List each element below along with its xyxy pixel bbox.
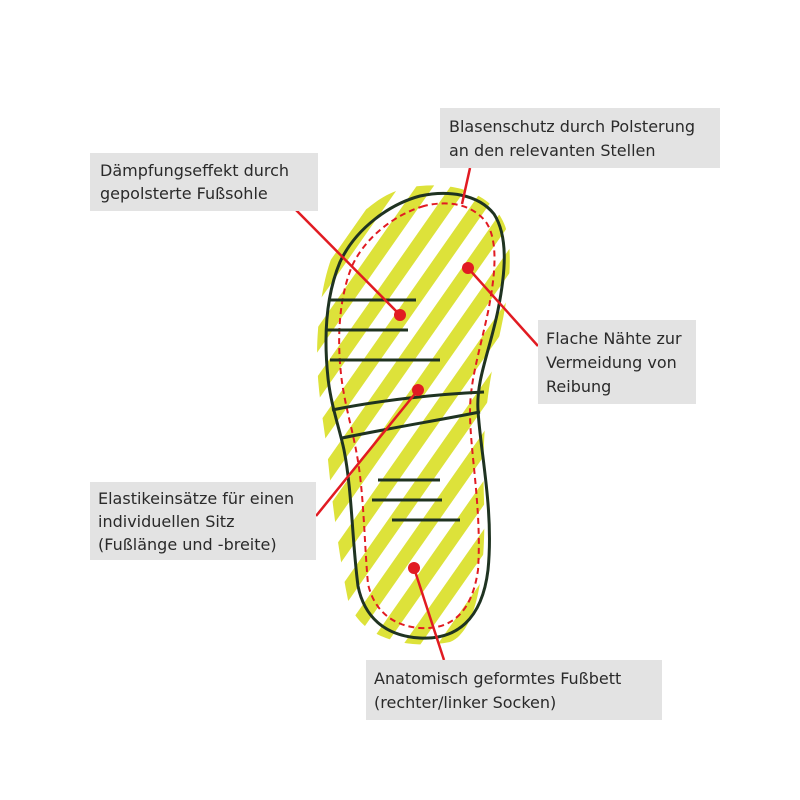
label-footbed-line1: Anatomisch geformtes Fußbett — [374, 669, 621, 688]
label-seams-line1: Flache Nähte zur — [546, 329, 682, 348]
label-seams: Flache Nähte zur Vermeidung von Reibung — [538, 320, 696, 404]
padding-stripes — [317, 185, 510, 645]
label-elastic: Elastikeinsätze für einen individuellen … — [90, 482, 316, 560]
callout-line-blister — [460, 167, 472, 205]
label-footbed: Anatomisch geformtes Fußbett (rechter/li… — [366, 660, 662, 720]
callout-line-cushioning — [295, 209, 401, 316]
label-blister: Blasenschutz durch Polsterung an den rel… — [440, 108, 720, 168]
label-blister-line1: Blasenschutz durch Polsterung — [449, 117, 695, 136]
callout-line-elastic — [315, 389, 419, 517]
elastic-band-lower — [341, 410, 481, 440]
callout-lines — [295, 167, 539, 661]
callout-line-footbed — [412, 567, 446, 661]
label-seams-line2: Vermeidung von — [546, 353, 677, 372]
label-elastic-line1: Elastikeinsätze für einen — [98, 489, 294, 508]
label-cushioning-line1: Dämpfungseffekt durch — [100, 161, 289, 180]
seam-dashed-line — [338, 202, 496, 630]
callout-dot-cushioning — [394, 309, 406, 321]
forefoot-lines — [326, 298, 440, 362]
heel-lines — [372, 478, 460, 522]
label-elastic-line3: (Fußlänge und -breite) — [98, 535, 277, 554]
label-footbed-line2: (rechter/linker Socken) — [374, 693, 556, 712]
callout-dot-seams — [462, 262, 474, 274]
callout-dot-elastic — [412, 384, 424, 396]
label-elastic-line2: individuellen Sitz — [98, 512, 234, 531]
label-seams-line3: Reibung — [546, 377, 611, 396]
callout-dot-footbed — [408, 562, 420, 574]
label-cushioning-line2: gepolsterte Fußsohle — [100, 184, 268, 203]
label-blister-line2: an den relevanten Stellen — [449, 141, 656, 160]
sock-sole-outline — [324, 191, 506, 640]
callout-dots — [394, 262, 474, 574]
elastic-band-upper — [331, 390, 485, 412]
label-cushioning: Dämpfungseffekt durch gepolsterte Fußsoh… — [90, 153, 318, 211]
callout-line-seams — [467, 267, 539, 347]
